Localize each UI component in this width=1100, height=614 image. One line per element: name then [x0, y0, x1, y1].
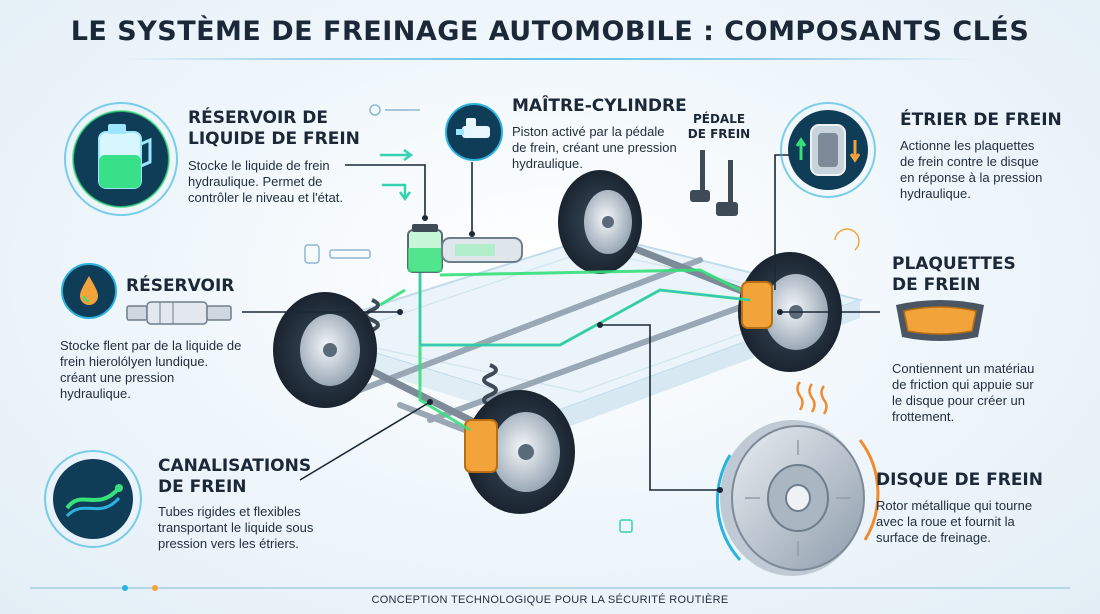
- tech-decorations: [304, 104, 860, 533]
- master-cylinder-icon: [445, 103, 503, 161]
- canalisations-heading: CANALISATIONS DE FREIN: [158, 456, 312, 497]
- etrier-desc: Actionne les plaquettes de frein contre …: [900, 138, 1043, 201]
- wheel-front-right: [464, 390, 575, 514]
- brake-pad-icon: [896, 300, 984, 341]
- wheel-front-left: [273, 292, 377, 408]
- footer-tagline: CONCEPTION TECHNOLOGIQUE POUR LA SÉCURIT…: [371, 594, 729, 606]
- title-divider: [120, 58, 980, 60]
- brake-pedals: [690, 150, 738, 216]
- fluid-jug-icon: [64, 102, 178, 216]
- reservoir-desc: Stocke flent par de la liquide de frein …: [60, 338, 242, 401]
- plaquettes-desc: Contiennent un matériau de friction qui …: [892, 361, 1035, 424]
- wheel-rear-left: [558, 170, 642, 274]
- flow-arrows: [380, 148, 414, 202]
- disque-heading: DISQUE DE FREIN: [876, 470, 1043, 490]
- maitre-cylindre-heading: MAÎTRE-CYLINDRE: [512, 96, 687, 116]
- brake-lines-icon: [44, 450, 142, 548]
- caliper-icon: [780, 102, 876, 198]
- maitre-cylindre-desc: Piston activé par la pédale de frein, cr…: [512, 124, 677, 171]
- fluid-drop-icon: [61, 263, 117, 319]
- page-title: LE SYSTÈME DE FREINAGE AUTOMOBILE : COMP…: [70, 16, 1030, 47]
- canalisations-desc: Tubes rigides et flexibles transportant …: [158, 504, 314, 551]
- etrier-heading: ÉTRIER DE FREIN: [900, 110, 1062, 130]
- plaquettes-heading: PLAQUETTES DE FREIN: [892, 254, 1016, 295]
- master-cylinder-assembly: [407, 224, 523, 273]
- pedale-label: PÉDALE DE FREIN: [687, 112, 751, 141]
- callout-connectors: [242, 154, 880, 491]
- reservoir-heading: RÉSERVOIR: [126, 276, 235, 296]
- reservoir-liquide-desc: Stocke le liquide de frein hydraulique. …: [188, 158, 343, 205]
- brake-disc-illustration: [715, 381, 880, 576]
- brake-hose-icon: [126, 301, 232, 325]
- disque-desc: Rotor métallique qui tourne avec la roue…: [876, 498, 1033, 545]
- reservoir-liquide-heading: RÉSERVOIR DE LIQUIDE DE FREIN: [188, 108, 360, 149]
